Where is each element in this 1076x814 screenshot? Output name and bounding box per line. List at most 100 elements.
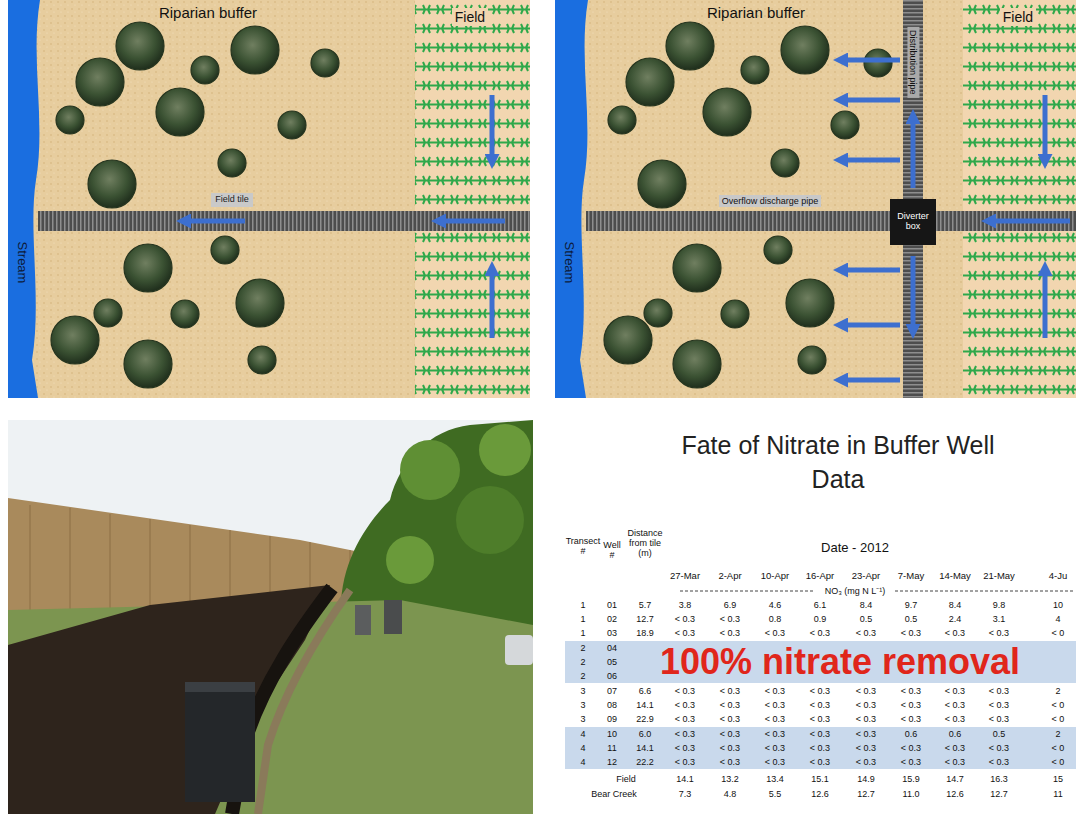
table-cell: 0.5 (993, 729, 1006, 739)
table-cell: 0.8 (769, 614, 782, 624)
pipe-label: Overflow discharge pipe (719, 195, 822, 207)
table-cell: 12 (607, 757, 617, 767)
table-cell: < 0.3 (765, 686, 785, 696)
stream-label: Stream (562, 241, 577, 283)
table-cell: < 0.3 (901, 700, 921, 710)
table-cell: 12.6 (811, 789, 829, 799)
table-cell: 0.6 (905, 729, 918, 739)
table-cell: < 0.3 (675, 614, 695, 624)
table-cell: 14.9 (857, 774, 875, 784)
table-cell: 11 (1053, 789, 1062, 799)
table-cell: 22.2 (636, 757, 654, 767)
slide-title: Fate of Nitrate in Buffer Well Data (668, 429, 1008, 497)
table-cell: < 0.3 (989, 757, 1009, 767)
table-cell: < 0.3 (901, 714, 921, 724)
table-cell: 3 (580, 686, 585, 696)
table-cell: 4.8 (724, 789, 737, 799)
table-cell: < 0.3 (720, 729, 740, 739)
table-cell: 15 (1053, 774, 1063, 784)
box-text: Diverter box (894, 212, 932, 232)
table-cell: 06 (607, 671, 617, 681)
table-cell: < 0 (1052, 743, 1065, 753)
table-cell: 4 (580, 757, 585, 767)
table-cell: < 0.3 (675, 700, 695, 710)
table-cell: 01 (607, 600, 617, 610)
table-cell: < 0.3 (989, 743, 1009, 753)
table-cell: < 0.3 (901, 628, 921, 638)
overlay-text: 100% nitrate removal (660, 641, 1020, 682)
table-cell: < 0.3 (989, 628, 1009, 638)
field-photo (8, 420, 533, 814)
table-cell: 2 (580, 671, 585, 681)
table-cell: 7.3 (679, 789, 692, 799)
table-cell: 15.9 (902, 774, 920, 784)
table-header: Well # (600, 541, 624, 561)
table-cell: Field (616, 774, 636, 784)
table-cell: 0.9 (814, 614, 827, 624)
table-cell: < 0.3 (765, 700, 785, 710)
table-cell: < 0.3 (720, 700, 740, 710)
table-cell: 6.6 (639, 686, 652, 696)
table-cell: < 0.3 (901, 686, 921, 696)
table-cell: 2 (1055, 686, 1060, 696)
buffer-panel (8, 0, 530, 398)
table-cell: 12.6 (946, 789, 964, 799)
table-cell: < 0.3 (675, 686, 695, 696)
date-header: 2-Apr (718, 571, 741, 582)
table-cell: 13.2 (721, 774, 739, 784)
table-cell: 09 (607, 714, 617, 724)
table-cell: 3.1 (993, 614, 1006, 624)
table-cell: 11.0 (903, 789, 920, 799)
table-cell: < 0.3 (720, 757, 740, 767)
table-cell: < 0.3 (810, 729, 830, 739)
table-cell: 1 (580, 600, 585, 610)
table-cell: < 0.3 (675, 628, 695, 638)
table-cell: 9.8 (993, 600, 1006, 610)
table-cell: < 0.3 (856, 757, 876, 767)
diverter-box: Diverter box (890, 199, 936, 245)
region-label: Field (452, 8, 488, 26)
table-header: Distance from tile (m) (623, 529, 667, 559)
table-cell: < 0.3 (675, 757, 695, 767)
table-cell: < 0.3 (720, 614, 740, 624)
table-cell: < 0.3 (765, 743, 785, 753)
table-cell: < 0.3 (810, 686, 830, 696)
table-cell: 1 (580, 628, 585, 638)
date-header: 14-May (939, 571, 971, 582)
table-cell: 6.9 (724, 600, 737, 610)
diverter-panel (555, 0, 1076, 398)
table-cell: 8.4 (860, 600, 873, 610)
table-cell: < 0.3 (810, 628, 830, 638)
table-cell: < 0.3 (675, 729, 695, 739)
table-cell: 04 (607, 643, 617, 653)
table-cell: < 0.3 (720, 714, 740, 724)
table-cell: 6.1 (814, 600, 827, 610)
table-cell: < 0 (1052, 700, 1065, 710)
date-header: 4-Ju (1049, 571, 1067, 582)
region-label: Riparian buffer (159, 4, 257, 21)
table-cell: 18.9 (636, 628, 654, 638)
table-header: Date - 2012 (821, 541, 889, 556)
table-cell: < 0.3 (945, 743, 965, 753)
date-header: 7-May (898, 571, 924, 582)
table-cell: 15.1 (811, 774, 829, 784)
table-cell: < 0.3 (765, 729, 785, 739)
table-cell: < 0.3 (989, 714, 1009, 724)
table-cell: < 0.3 (720, 743, 740, 753)
table-cell: 5.7 (639, 600, 652, 610)
table-cell: 5.5 (769, 789, 782, 799)
table-cell: < 0.3 (856, 714, 876, 724)
table-cell: 14.1 (676, 774, 694, 784)
table-cell: 10 (1053, 600, 1063, 610)
table-cell: 4 (1055, 614, 1060, 624)
table-cell: 10 (607, 729, 617, 739)
table-cell: 0.6 (949, 729, 962, 739)
table-cell: 0.5 (905, 614, 918, 624)
table-cell: 4 (580, 743, 585, 753)
table-cell: 16.3 (990, 774, 1008, 784)
table-cell: 4.6 (769, 600, 782, 610)
table-cell: 3.8 (679, 600, 692, 610)
box-text: Field tile (215, 195, 249, 205)
table-cell: < 0.3 (856, 686, 876, 696)
table-cell: < 0.3 (989, 686, 1009, 696)
